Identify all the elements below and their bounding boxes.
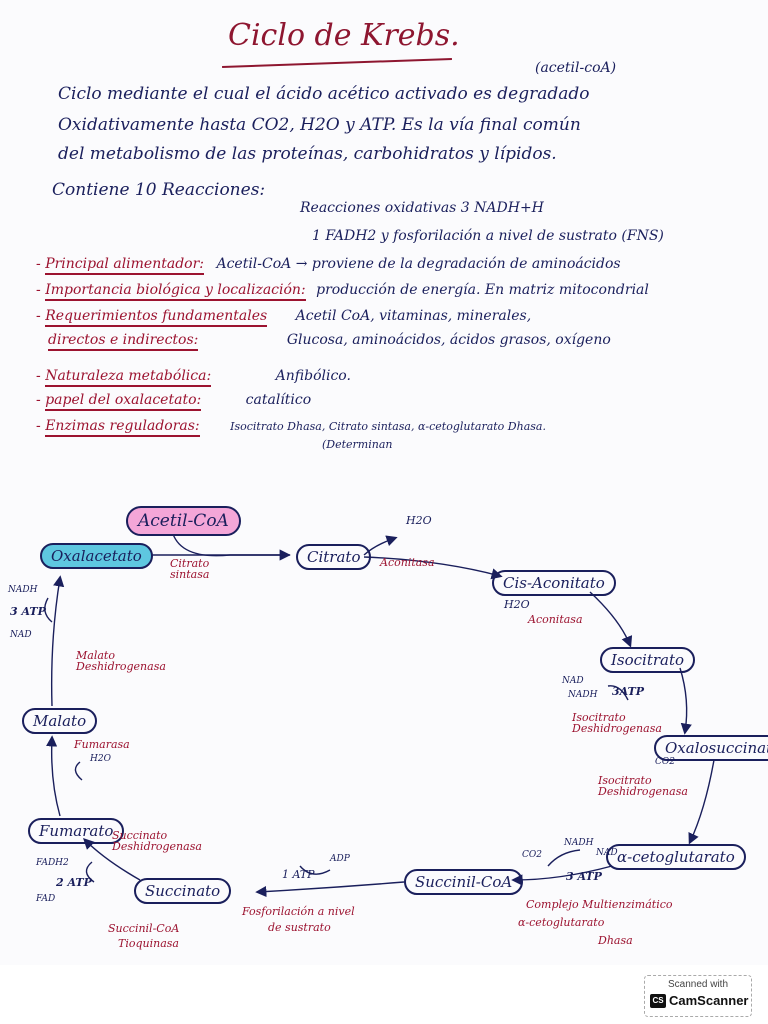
label-3atp-mal: 3 ATP [10, 605, 46, 618]
label-nad-keto: NAD [596, 848, 618, 858]
node-succinato: Succinato [134, 878, 232, 904]
label-aconitasa-2: Aconitasa [528, 613, 583, 626]
label-malato-dh: Malato Deshidrogenasa [76, 649, 166, 673]
reactions-line-1: Reacciones oxidativas 3 NADH+H [300, 200, 544, 216]
scanned-page: Ciclo de Krebs. (acetil-coA) Ciclo media… [8, 18, 768, 950]
fumarato-to-malato-arrow [46, 735, 61, 817]
node-citrato: Citrato [296, 544, 372, 570]
label-nad-iso: NAD [562, 676, 584, 686]
label-nadh-iso: NADH [568, 690, 598, 700]
node-succinil-coa: Succinil-CoA [404, 869, 524, 895]
label-complejo-2: α-cetoglutarato [518, 916, 605, 929]
node-isocitrato: Isocitrato [600, 647, 696, 673]
label-complejo-1: Complejo Multienzimático [526, 898, 673, 911]
list-item: - Principal alimentador: Acetil-CoA → pr… [36, 256, 621, 275]
list-item: - Importancia biológica y localización: … [36, 282, 649, 301]
label-fadh2: FADH2 [36, 858, 69, 868]
list-item: - Enzimas reguladoras: Isocitrato Dhasa,… [36, 418, 546, 437]
intro-line-2: Oxidativamente hasta CO2, H2O y ATP. Es … [58, 115, 581, 135]
reactions-line-2: 1 FADH2 y fosforilación a nivel de sustr… [312, 228, 664, 244]
label-h2o-cis: H2O [504, 598, 530, 611]
iso-to-oxalo-arrow [679, 667, 692, 735]
reactions-label: Contiene 10 Reacciones: [52, 180, 266, 200]
label-succinil-tioquinasa-2: Tioquinasa [118, 937, 179, 950]
label-isocitrato-dh: Isocitrato Deshidrogenasa [572, 711, 662, 735]
cis-to-iso-arrow [589, 591, 633, 648]
list-item: - Naturaleza metabólica: Anfibólico. [36, 368, 351, 387]
co2-side-arrow-keto [547, 849, 581, 867]
label-co2-keto: CO2 [522, 850, 542, 860]
label-succinil-tioquinasa-1: Succinil-CoA [108, 922, 180, 935]
label-fosforilacion-2: de sustrato [268, 921, 331, 934]
cycle-diagram [44, 530, 715, 898]
label-nadh-mal: NADH [8, 585, 38, 595]
label-citrato-sintasa: Citrato sintasa [170, 557, 210, 581]
label-fumarasa: Fumarasa [74, 738, 130, 751]
keto-to-succinil-arrow [511, 865, 613, 886]
node-fumarato: Fumarato [28, 818, 125, 844]
enzymes-note: (Determinan [322, 438, 393, 451]
label-h2o-fum: H2O [90, 754, 111, 764]
nad-side-arrow-malato [44, 597, 53, 623]
node-malato: Malato [22, 708, 98, 734]
list-item: directos e indirectos: Glucosa, aminoáci… [48, 332, 611, 351]
label-nad-mal: NAD [10, 630, 32, 640]
label-fad: FAD [36, 894, 56, 904]
camscanner-logo-icon: CS [650, 994, 666, 1008]
atp-side-arrow [299, 865, 331, 875]
label-isocitrato-dh-2: Isocitrato Deshidrogenasa [598, 774, 688, 798]
label-co2-oxalo: CO2 [655, 757, 675, 767]
label-2atp: 2 ATP [56, 876, 92, 889]
node-acetil-coa: Acetil-CoA [126, 506, 241, 536]
node-oxalacetato: Oxalacetato [40, 543, 153, 569]
node-oxalosuccinato: Oxalosuccinato [654, 735, 768, 761]
list-item: - Requerimientos fundamentales Acetil Co… [36, 308, 531, 327]
label-adp: ADP [330, 854, 350, 864]
label-succinato-dh: Succinato Deshidrogenasa [112, 829, 202, 853]
node-a-cetoglutarato: α-cetoglutarato [606, 844, 746, 870]
h2o-side-arrow-fum [74, 761, 83, 781]
label-3atp-keto: 3 ATP [566, 870, 602, 883]
oxalo-to-keto-arrow [688, 759, 715, 845]
label-complejo-3: Dhasa [598, 934, 633, 947]
nad-side-arrow-iso [607, 685, 629, 701]
camscanner-watermark: Scanned with CS CamScanner [644, 975, 752, 1017]
malato-to-oxal-arrow [50, 575, 65, 707]
scanner-caption: Scanned with [667, 979, 729, 990]
citrate-to-cis-arrow [363, 556, 503, 580]
page-title: Ciclo de Krebs. [228, 18, 460, 53]
label-nadh-keto: NADH [564, 838, 594, 848]
label-3atp-iso: 3ATP [612, 685, 645, 698]
label-fosforilacion-1: Fosforilación a nivel [242, 905, 355, 918]
list-item: - papel del oxalacetato: catalítico [36, 392, 311, 411]
intro-line-3: del metabolismo de las proteínas, carboh… [58, 144, 557, 164]
label-h2o-top: H2O [406, 514, 432, 527]
fad-side-arrow [85, 861, 95, 883]
intro-line-1: Ciclo mediante el cual el ácido acético … [58, 84, 590, 104]
scanner-brand: CamScanner [669, 993, 749, 1008]
label-aconitasa-1: Aconitasa [380, 556, 435, 569]
succinil-to-succinato-arrow [255, 881, 405, 898]
label-1atp: 1 ATP [282, 868, 315, 881]
node-cis-aconitato: Cis-Aconitato [492, 570, 616, 596]
acetyl-coa-note: (acetil-coA) [535, 60, 617, 76]
